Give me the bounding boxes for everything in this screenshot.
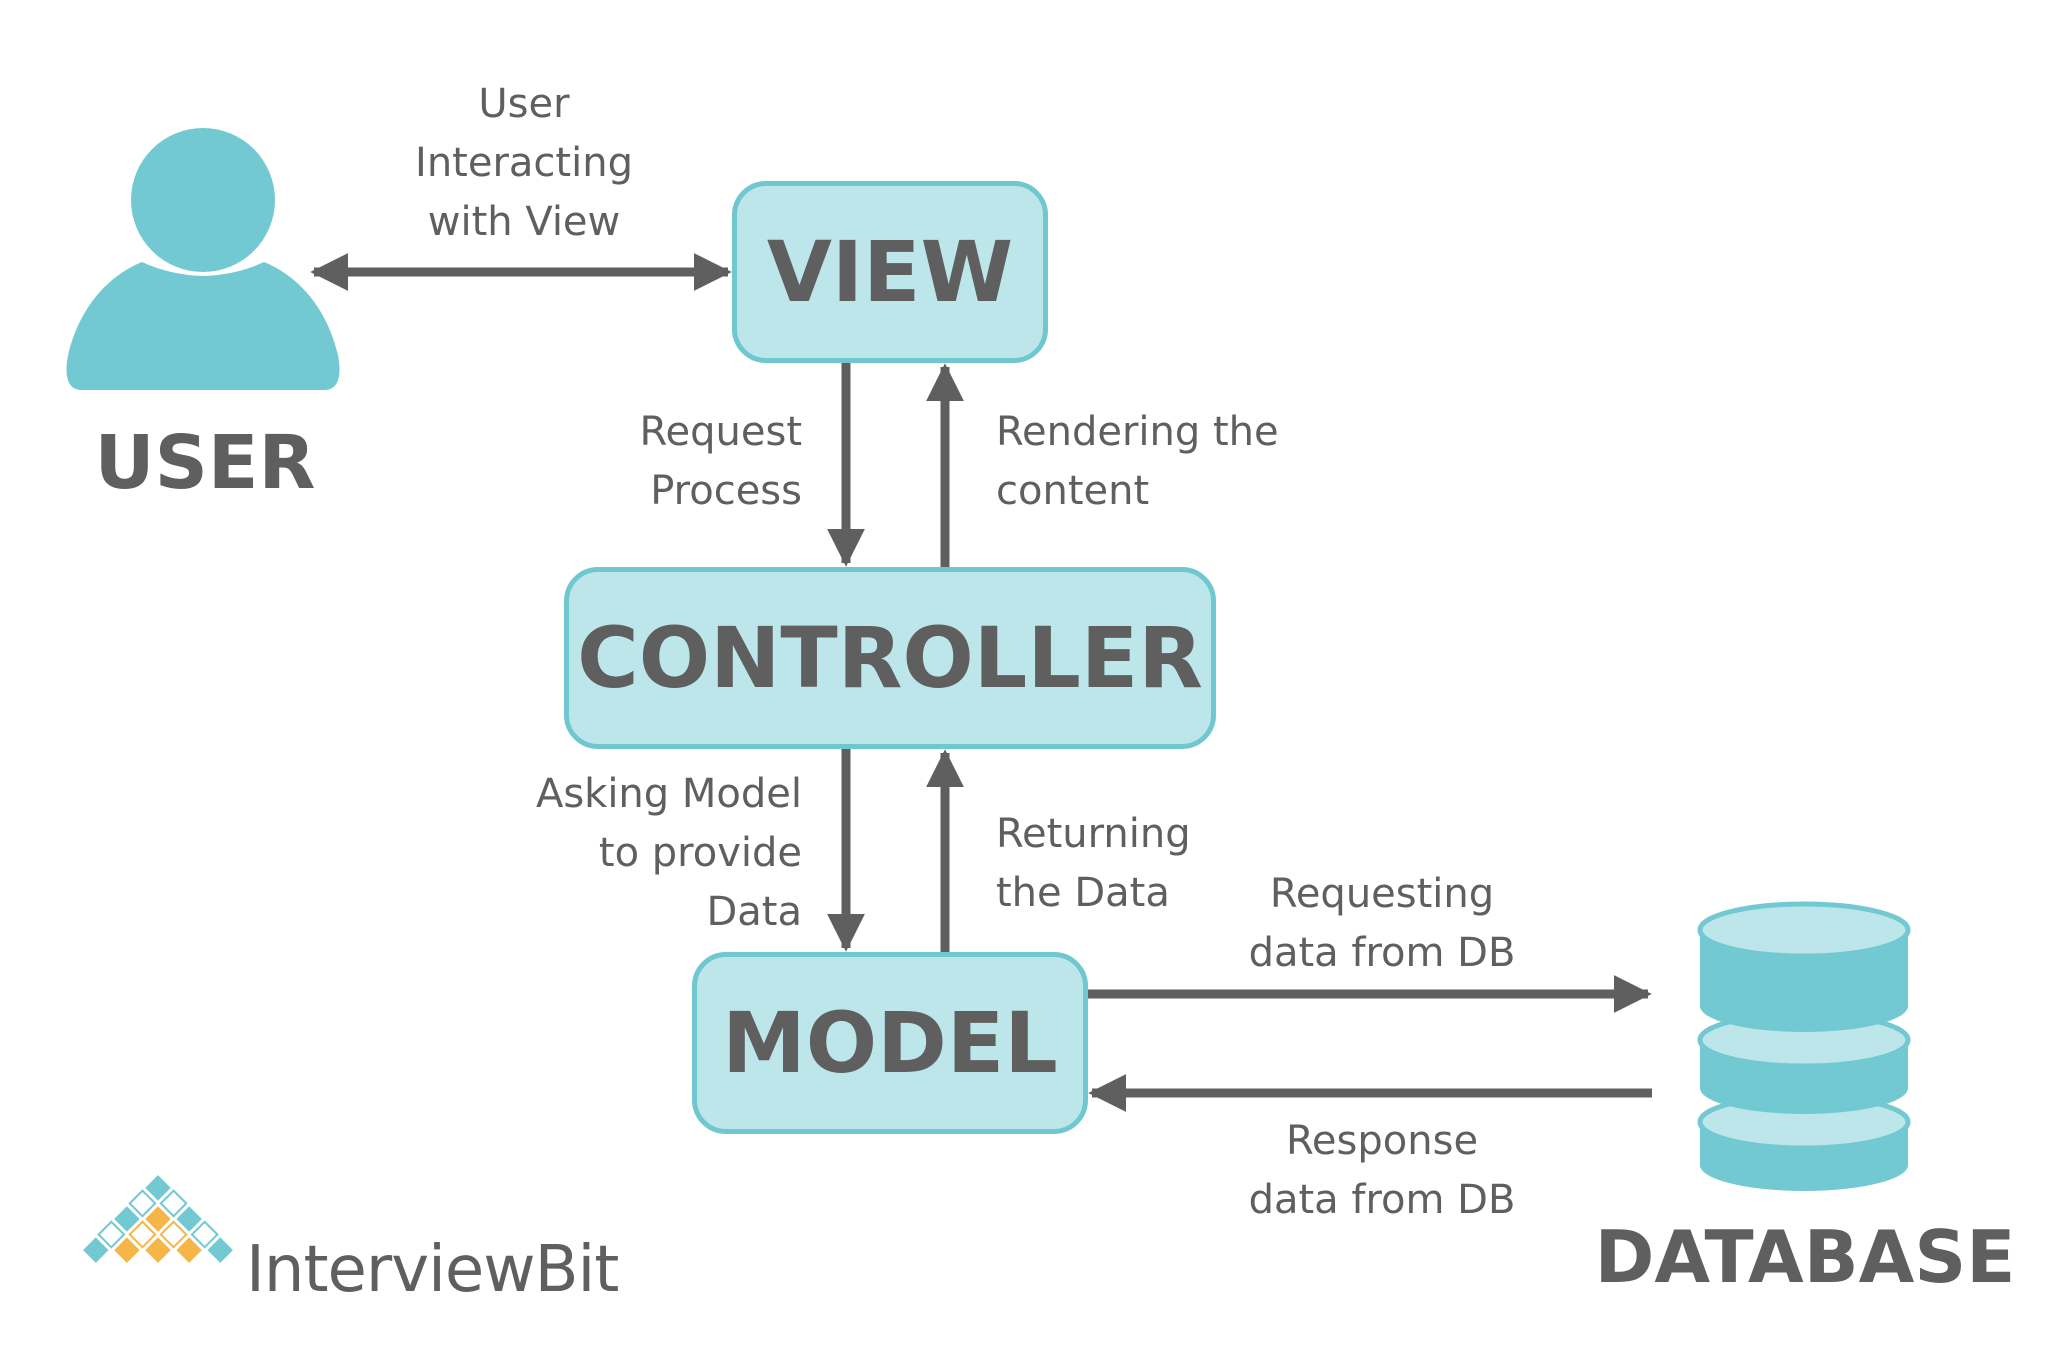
model-box: MODEL xyxy=(692,952,1088,1134)
edge-label-returning-data: Returning the Data xyxy=(996,811,1191,916)
controller-box: CONTROLLER xyxy=(564,567,1216,749)
edge-label-user-view: User Interacting with View xyxy=(415,81,633,245)
edge-label-rendering: Rendering the content xyxy=(996,409,1279,514)
user-label: USER xyxy=(94,420,316,506)
interviewbit-logo-icon xyxy=(83,1175,233,1263)
database-label: DATABASE xyxy=(1594,1215,2016,1299)
user-icon xyxy=(66,128,340,390)
edge-label-response-db: Response data from DB xyxy=(1248,1118,1516,1223)
brand-name: InterviewBit xyxy=(246,1233,619,1307)
controller-label: CONTROLLER xyxy=(577,609,1203,707)
view-label: VIEW xyxy=(766,223,1014,321)
view-box: VIEW xyxy=(732,181,1048,363)
database-icon xyxy=(1697,901,1911,1191)
edge-label-requesting-db: Requesting data from DB xyxy=(1248,871,1516,976)
model-label: MODEL xyxy=(722,994,1058,1092)
edge-label-asking-model: Asking Model to provide Data xyxy=(535,771,802,935)
edge-label-request-process: Request Process xyxy=(639,409,802,514)
